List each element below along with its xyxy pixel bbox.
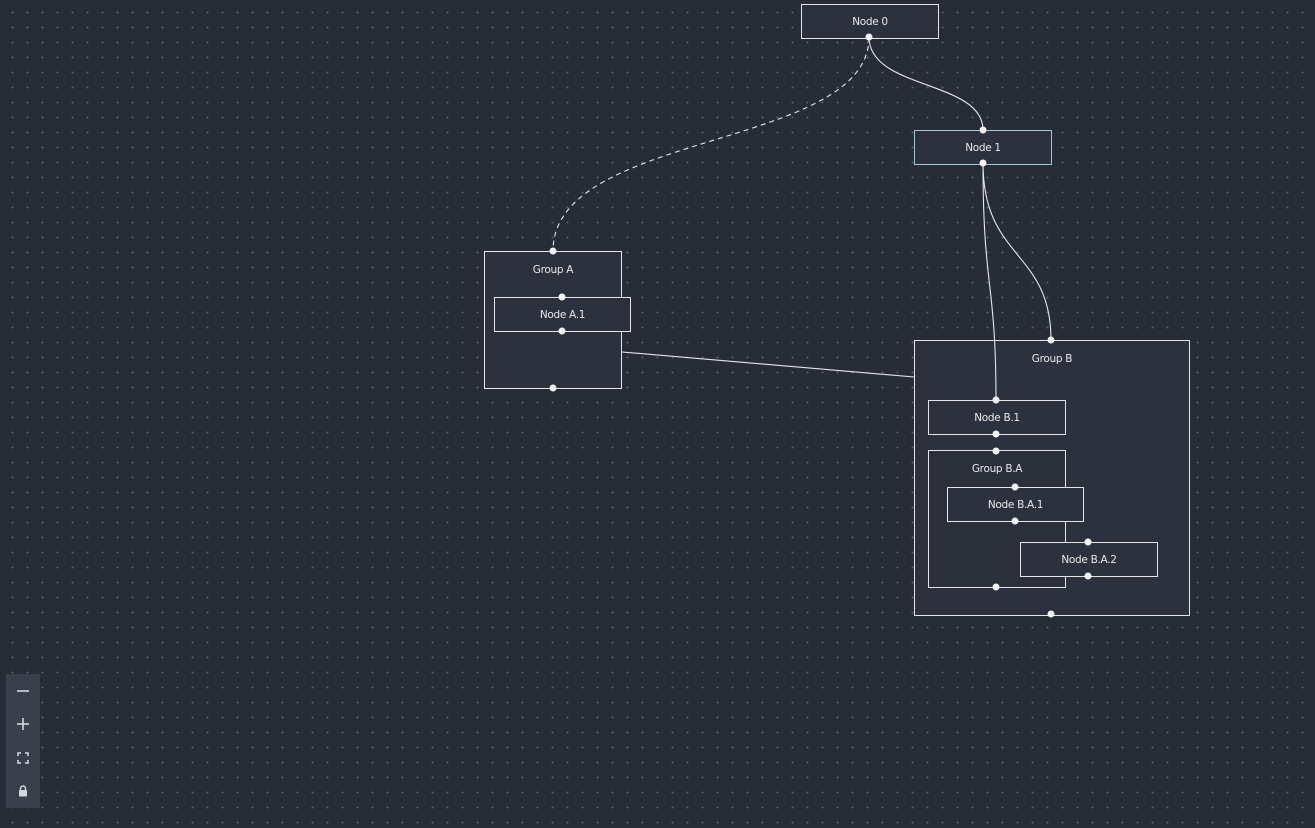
node-ba1-label: Node B.A.1 <box>987 498 1044 511</box>
zoom-in-button[interactable] <box>6 708 40 742</box>
flow-controls <box>6 674 40 808</box>
group-ba-source-handle[interactable] <box>992 583 1000 591</box>
lock-icon <box>19 785 27 797</box>
node-ba2-source-handle[interactable] <box>1084 572 1092 580</box>
group-ba-label: Group B.A <box>971 463 1023 475</box>
lock-button[interactable] <box>6 775 40 809</box>
edge-node0-node1[interactable] <box>868 36 984 131</box>
node-ba2-label: Node B.A.2 <box>1061 553 1117 566</box>
node-a1-target-handle[interactable] <box>558 293 566 301</box>
node-ba1[interactable]: Node B.A.1 <box>947 487 1084 522</box>
node-1[interactable]: Node 1 <box>914 130 1052 165</box>
edge-groupa-groupb[interactable] <box>621 351 915 378</box>
group-a-source-handle[interactable] <box>549 384 557 392</box>
node-a1-label: Node A.1 <box>539 308 586 321</box>
group-a-label: Group A <box>532 264 574 276</box>
node-ba2[interactable]: Node B.A.2 <box>1020 542 1158 577</box>
edge-node1-groupb[interactable] <box>982 162 1052 341</box>
node-1-target-handle[interactable] <box>979 126 987 134</box>
edge-node0-groupa[interactable] <box>552 36 870 252</box>
zoom-out-button[interactable] <box>6 674 40 708</box>
node-ba1-target-handle[interactable] <box>1011 483 1019 491</box>
fit-view-button[interactable] <box>6 741 40 775</box>
node-b1-label: Node B.1 <box>974 411 1020 424</box>
fit-view-icon <box>17 751 29 764</box>
group-ba-target-handle[interactable] <box>992 447 1000 455</box>
node-b1-target-handle[interactable] <box>992 396 1000 404</box>
node-1-source-handle[interactable] <box>979 159 987 167</box>
zoom-out-icon <box>17 689 29 692</box>
group-b-source-handle[interactable] <box>1047 610 1055 618</box>
group-a-target-handle[interactable] <box>549 247 557 255</box>
group-b-label: Group B <box>1031 353 1073 365</box>
zoom-in-icon <box>17 718 29 731</box>
node-0-label: Node 0 <box>852 15 888 28</box>
node-b1-source-handle[interactable] <box>992 430 1000 438</box>
node-1-label: Node 1 <box>965 141 1001 154</box>
node-0-source-handle[interactable] <box>865 33 873 41</box>
node-ba1-source-handle[interactable] <box>1011 517 1019 525</box>
group-b-target-handle[interactable] <box>1047 336 1055 344</box>
node-ba2-target-handle[interactable] <box>1084 538 1092 546</box>
node-a1-source-handle[interactable] <box>558 327 566 335</box>
